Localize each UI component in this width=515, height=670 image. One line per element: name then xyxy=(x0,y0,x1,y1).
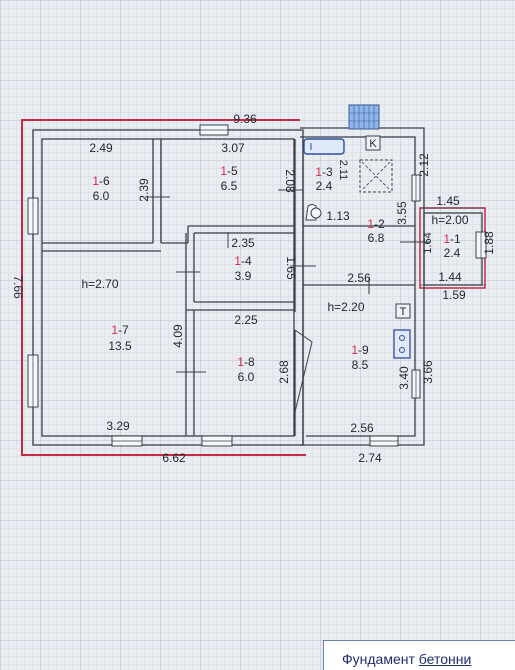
dim-r5-width: 3.07 xyxy=(221,141,245,155)
room-1-9-area: 8.5 xyxy=(352,358,369,372)
room-1-7-suffix: -7 xyxy=(118,323,129,337)
height-kitchen: h=2.20 xyxy=(327,300,364,314)
foundation-caption: Фундамент бетонни xyxy=(323,640,515,670)
room-1-8: 1-8 6.0 xyxy=(237,355,255,384)
room-1-2-prefix: 1 xyxy=(367,217,374,231)
room-1-6-prefix: 1 xyxy=(92,174,99,188)
room-1-5-area: 6.5 xyxy=(221,179,238,193)
foundation-value: бетонни xyxy=(418,651,472,667)
dim-r3-width: 1.13 xyxy=(326,209,350,223)
bathtub-icon xyxy=(303,138,345,155)
interior-walls xyxy=(42,139,415,445)
dim-porch-bottom: 1.44 xyxy=(438,270,462,284)
room-1-5-suffix: -5 xyxy=(227,164,238,178)
dim-r9-width: 2.56 xyxy=(350,421,374,435)
svg-text:1-1: 1-1 xyxy=(443,232,461,246)
room-1-9-prefix: 1 xyxy=(351,343,358,357)
dim-r4-width: 2.35 xyxy=(231,236,255,250)
dim-r8-height: 2.68 xyxy=(277,360,291,384)
dim-r6-width: 2.49 xyxy=(89,141,113,155)
room-1-6: 1-6 6.0 xyxy=(92,174,110,203)
room-1-2-suffix: -2 xyxy=(374,217,385,231)
room-1-5-prefix: 1 xyxy=(220,164,227,178)
dim-bottom-right: 2.74 xyxy=(358,451,382,465)
room-1-9-suffix: -9 xyxy=(358,343,369,357)
dim-r7-width: 3.29 xyxy=(106,419,130,433)
room-1-7-prefix: 1 xyxy=(111,323,118,337)
room-1-3-prefix: 1 xyxy=(315,165,322,179)
stove-icon: K xyxy=(365,135,381,151)
room-1-1-prefix: 1 xyxy=(443,232,450,246)
svg-text:1-3: 1-3 xyxy=(315,165,333,179)
height-main: h=2.70 xyxy=(81,277,118,291)
room-1-6-area: 6.0 xyxy=(93,189,110,203)
stove-label: K xyxy=(369,138,377,150)
height-porch: h=2.00 xyxy=(431,213,468,227)
outline-main xyxy=(21,119,306,456)
room-1-2-area: 6.8 xyxy=(368,231,385,245)
svg-text:1-6: 1-6 xyxy=(92,174,110,188)
room-1-4-prefix: 1 xyxy=(234,254,241,268)
dim-bottom-left: 6.62 xyxy=(162,451,186,465)
door-swing xyxy=(294,329,313,413)
dim-porch-top: 1.45 xyxy=(436,194,460,208)
washbasin-icon xyxy=(305,204,322,221)
dim-r2-width: 2.12 xyxy=(417,153,431,177)
room-1-9: 1-9 8.5 xyxy=(351,343,369,372)
room-1-1: 1-1 2.4 xyxy=(443,232,461,260)
wall-ticks xyxy=(145,189,430,373)
dim-top-width: 9.36 xyxy=(233,112,257,126)
dim-left-height: 7.66 xyxy=(11,275,25,299)
room-1-3-suffix: -3 xyxy=(322,165,333,179)
dim-r3-height: 2.11 xyxy=(337,160,349,181)
dim-porch-outer: 1.59 xyxy=(442,288,466,302)
dim-hall-width: 2.56 xyxy=(347,271,371,285)
room-1-4-area: 3.9 xyxy=(235,269,252,283)
window-sashes xyxy=(32,129,482,442)
svg-text:1-7: 1-7 xyxy=(111,323,129,337)
room-1-7-area: 13.5 xyxy=(108,339,132,353)
room-1-3-area: 2.4 xyxy=(316,179,333,193)
dim-r6-height: 2.39 xyxy=(137,178,151,202)
dim-r4-height: 1.65 xyxy=(284,256,298,280)
room-1-2: 1-2 6.8 xyxy=(367,217,385,245)
dim-r9-height: 3.40 xyxy=(397,366,411,390)
hob-icon xyxy=(359,159,393,193)
room-1-3: 1-3 2.4 xyxy=(315,165,333,193)
svg-text:1-5: 1-5 xyxy=(220,164,238,178)
dim-porch-height: 1.88 xyxy=(482,231,496,255)
dim-r8-width: 2.25 xyxy=(234,313,258,327)
dim-right-width: 3.66 xyxy=(421,360,435,384)
room-1-8-prefix: 1 xyxy=(237,355,244,369)
dim-r1-height: 1.64 xyxy=(422,232,434,253)
room-1-8-area: 6.0 xyxy=(238,370,255,384)
room-1-4: 1-4 3.9 xyxy=(234,254,252,283)
foundation-label: Фундамент xyxy=(342,651,419,667)
heater-icon: T xyxy=(395,303,411,319)
room-1-1-area: 2.4 xyxy=(444,246,461,260)
heater-label: T xyxy=(400,306,407,318)
svg-text:1-4: 1-4 xyxy=(234,254,252,268)
room-1-4-suffix: -4 xyxy=(241,254,252,268)
room-1-7: 1-7 13.5 xyxy=(108,323,132,353)
room-1-5: 1-5 6.5 xyxy=(220,164,238,193)
room-1-6-suffix: -6 xyxy=(99,174,110,188)
chimney-icon xyxy=(348,104,380,130)
dim-r5-height: 2.08 xyxy=(283,169,297,193)
porch-dim-lines xyxy=(420,207,485,286)
dim-r2-height: 3.55 xyxy=(395,201,409,225)
room-1-1-suffix: -1 xyxy=(450,232,461,246)
boiler-icon xyxy=(393,329,411,359)
room-1-8-suffix: -8 xyxy=(244,355,255,369)
svg-text:1-9: 1-9 xyxy=(351,343,369,357)
svg-text:1-2: 1-2 xyxy=(367,217,385,231)
dim-r7-height: 4.09 xyxy=(171,324,185,348)
svg-text:1-8: 1-8 xyxy=(237,355,255,369)
